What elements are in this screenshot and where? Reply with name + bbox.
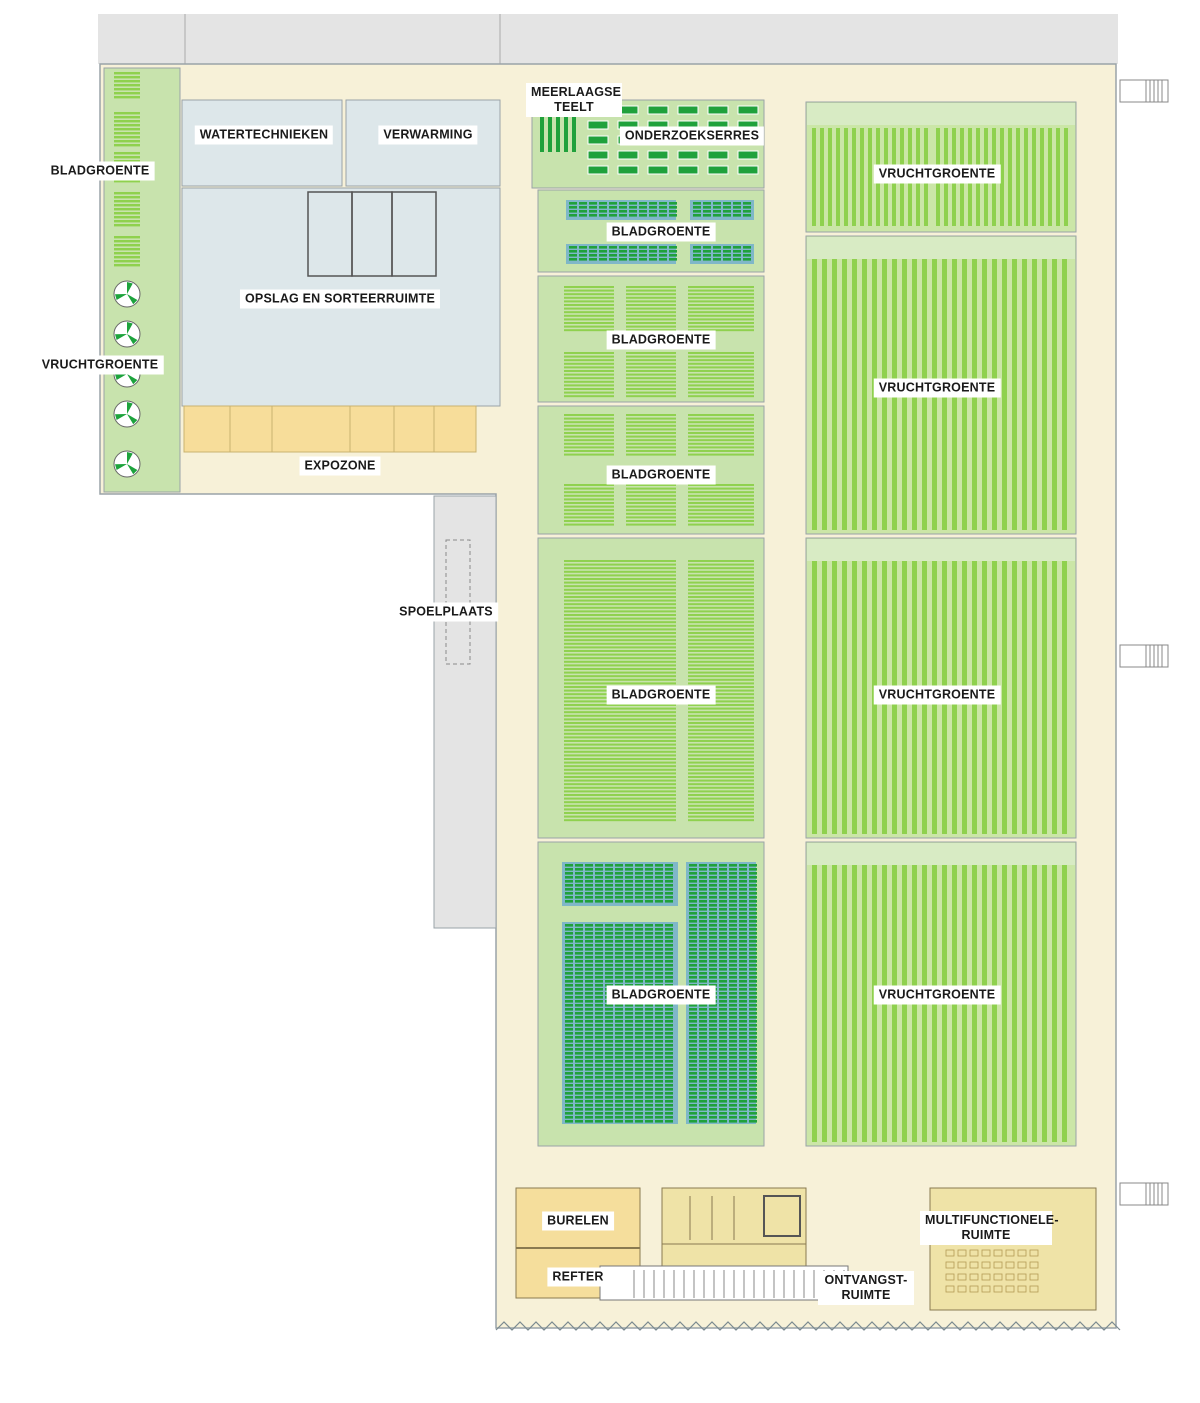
label-bladgroente-left: BLADGROENTE — [45, 161, 155, 181]
label-spoelplaats: SPOELPLAATS — [394, 602, 498, 622]
label-bladgroente-5: BLADGROENTE — [606, 985, 716, 1005]
label-opslag: OPSLAG EN SORTEERRUIMTE — [239, 289, 441, 309]
expo-zone — [183, 405, 477, 453]
label-watertechnieken: WATERTECHNIEKEN — [194, 125, 334, 145]
label-expozone: EXPOZONE — [299, 456, 381, 476]
corridor-rect — [98, 14, 1118, 64]
cold-cells — [307, 191, 437, 277]
label-bladgroente-1: BLADGROENTE — [606, 222, 716, 242]
left-fans — [113, 280, 141, 478]
right-stairs — [1119, 79, 1169, 1206]
spoelplaats-room — [433, 495, 497, 929]
label-vruchtgroente-1: VRUCHTGROENTE — [873, 164, 1001, 184]
label-vruchtgroente-4: VRUCHTGROENTE — [873, 985, 1001, 1005]
label-bladgroente-4: BLADGROENTE — [606, 685, 716, 705]
label-bladgroente-2: BLADGROENTE — [606, 330, 716, 350]
label-meerlaagse-teelt: MEERLAAGSE TEELT — [526, 83, 622, 117]
expo-dividers — [229, 406, 435, 452]
label-onderzoekserres: ONDERZOEKSERRES — [619, 126, 765, 146]
bottom-stairs — [599, 1265, 849, 1301]
label-burelen: BURELEN — [542, 1211, 614, 1231]
left-strip — [103, 67, 181, 493]
label-verwarming: VERWARMING — [378, 125, 478, 145]
label-bladgroente-3: BLADGROENTE — [606, 465, 716, 485]
label-vruchtgroente-3: VRUCHTGROENTE — [873, 685, 1001, 705]
label-ontvangstruimte: ONTVANGST-RUIMTE — [818, 1271, 914, 1305]
bottom-facade — [495, 1321, 1121, 1331]
sanitary-cubicles — [662, 1196, 806, 1245]
label-vruchtgroente-2: VRUCHTGROENTE — [873, 378, 1001, 398]
label-multifunctionele-ruimte: MULTIFUNCTIONELE-RUIMTE — [920, 1211, 1059, 1245]
top-corridor — [98, 14, 1118, 64]
label-refter: REFTER — [547, 1267, 609, 1287]
label-vruchtgroente-left: VRUCHTGROENTE — [36, 355, 164, 375]
